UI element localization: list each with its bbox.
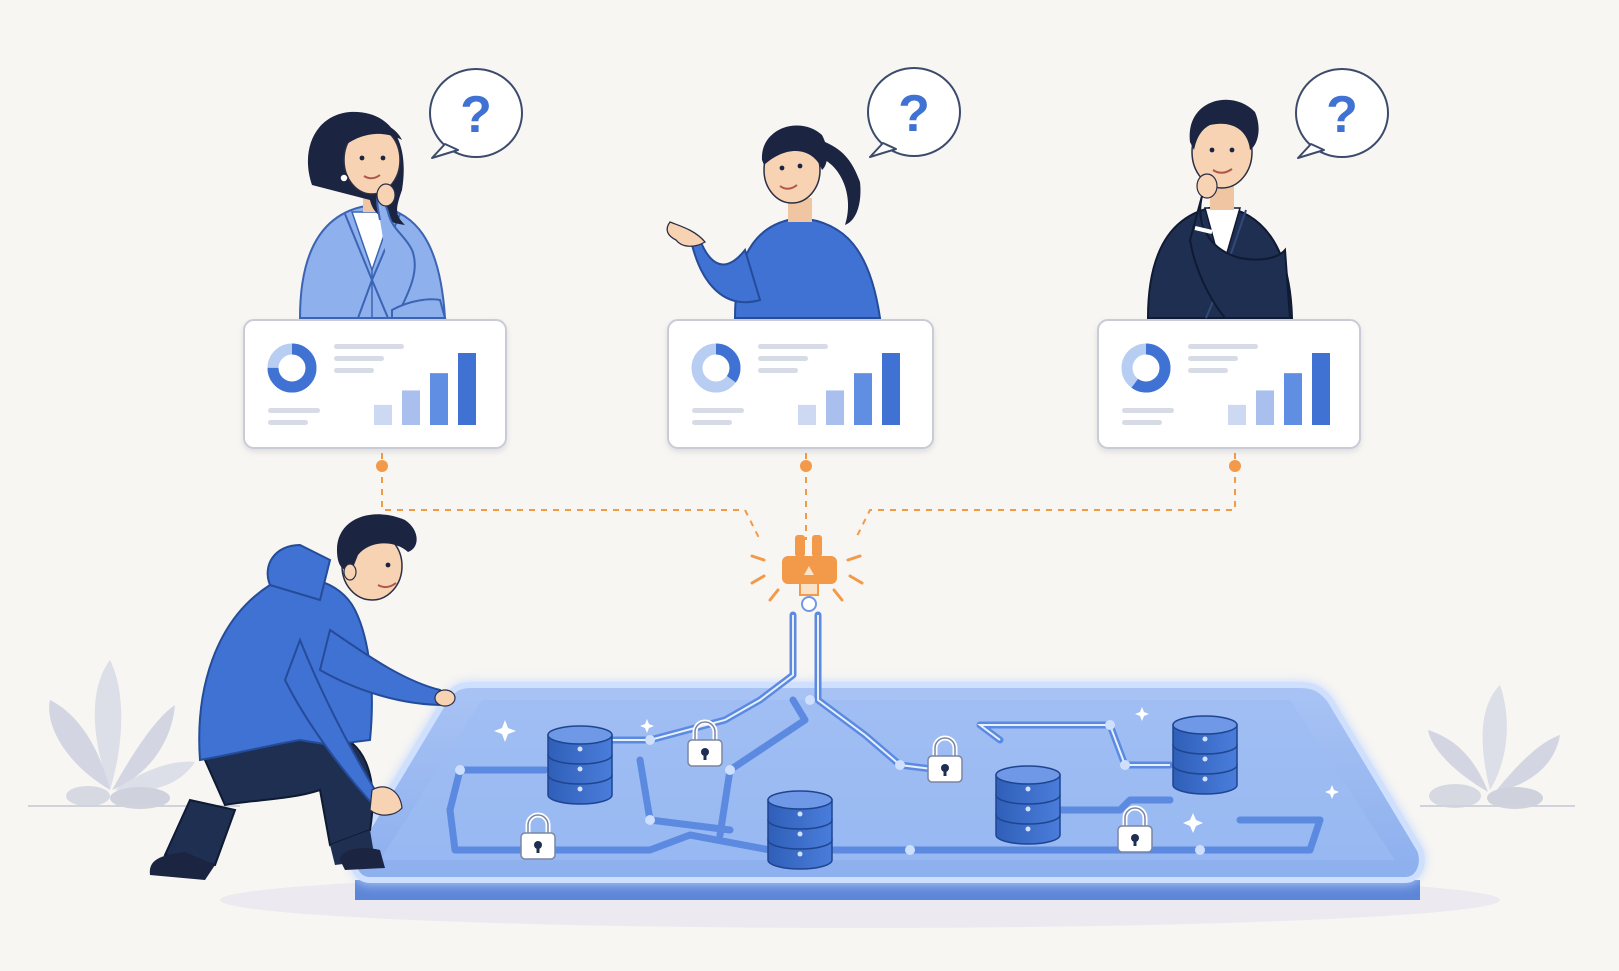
question-mark-3: ?: [1326, 86, 1358, 144]
bar: [458, 353, 476, 425]
bar: [826, 390, 844, 425]
donut-segment: [267, 343, 317, 393]
keyhole-slot: [536, 845, 540, 853]
plant-right: [1420, 685, 1575, 809]
bar: [1312, 353, 1330, 425]
speech-bubble-1: ?: [429, 68, 523, 159]
keyhole-slot: [943, 768, 947, 776]
pipe-nodes: [455, 695, 1205, 855]
lock-icon: [1117, 805, 1153, 853]
lock-shackle-outline: [527, 814, 549, 835]
question-mark-1: ?: [460, 86, 492, 144]
dashboard-2-content: [691, 343, 900, 425]
bar: [430, 373, 448, 425]
lock-icon: [520, 812, 556, 860]
text-line: [334, 368, 374, 373]
question-mark-2: ?: [898, 85, 930, 143]
lock-icon: [927, 735, 963, 783]
database-top: [767, 790, 833, 810]
bar: [374, 404, 392, 425]
bar: [798, 404, 816, 425]
bar: [1284, 373, 1302, 425]
text-line: [758, 344, 828, 349]
text-line: [334, 344, 404, 349]
database-top: [995, 765, 1061, 785]
lock-icon: [687, 719, 723, 767]
database-light: [797, 811, 803, 817]
text-line: [758, 368, 798, 373]
database-light: [1202, 776, 1208, 782]
text-line: [1188, 368, 1228, 373]
plant-left: [28, 660, 240, 809]
database-top: [547, 725, 613, 745]
bar: [854, 373, 872, 425]
bar: [882, 353, 900, 425]
bar: [1228, 404, 1246, 425]
donut-segment: [691, 343, 741, 393]
text-line: [1122, 408, 1174, 413]
text-line: [268, 420, 308, 425]
bar: [402, 390, 420, 425]
text-line: [1188, 356, 1238, 361]
locks: [520, 719, 1153, 860]
dashboard-contents: [267, 343, 1330, 425]
connector-dots: [376, 460, 1241, 472]
text-line: [692, 408, 744, 413]
keyhole-slot: [703, 752, 707, 760]
man-suit-figure: [1146, 99, 1294, 319]
dashboard-3-content: [1121, 343, 1330, 425]
keyhole-slot: [1133, 838, 1137, 846]
database-light: [1202, 736, 1208, 742]
database-icon: [995, 765, 1061, 845]
text-line: [1188, 344, 1258, 349]
database-light: [577, 786, 583, 792]
database-light: [797, 831, 803, 837]
text-line: [1122, 420, 1162, 425]
text-line: [692, 420, 732, 425]
database-icon: [1172, 715, 1238, 795]
text-line: [334, 356, 384, 361]
lock-shackle-outline: [1124, 807, 1146, 828]
dashboard-1-content: [267, 343, 476, 425]
kneeling-engineer-figure: [149, 514, 456, 880]
speech-bubble-3: ?: [1295, 68, 1389, 159]
databases: [547, 715, 1238, 870]
database-icon: [767, 790, 833, 870]
lock-shackle-outline: [934, 737, 956, 758]
lock-shackle-outline: [694, 721, 716, 742]
database-light: [797, 851, 803, 857]
database-icon: [547, 725, 613, 805]
database-light: [1202, 756, 1208, 762]
database-top: [1172, 715, 1238, 735]
text-line: [268, 408, 320, 413]
donut-segment: [1121, 343, 1171, 393]
database-light: [1025, 806, 1031, 812]
sparkles: [494, 707, 1339, 833]
woman-blazer-figure: [298, 111, 447, 319]
bar: [1256, 390, 1274, 425]
data-platform: [350, 682, 1425, 900]
database-light: [577, 746, 583, 752]
text-line: [758, 356, 808, 361]
database-light: [1025, 786, 1031, 792]
speech-bubble-2: ?: [867, 67, 961, 158]
database-light: [1025, 826, 1031, 832]
plug-connector-icon: [750, 535, 864, 612]
database-light: [577, 766, 583, 772]
woman-sweater-figure: [666, 125, 882, 319]
